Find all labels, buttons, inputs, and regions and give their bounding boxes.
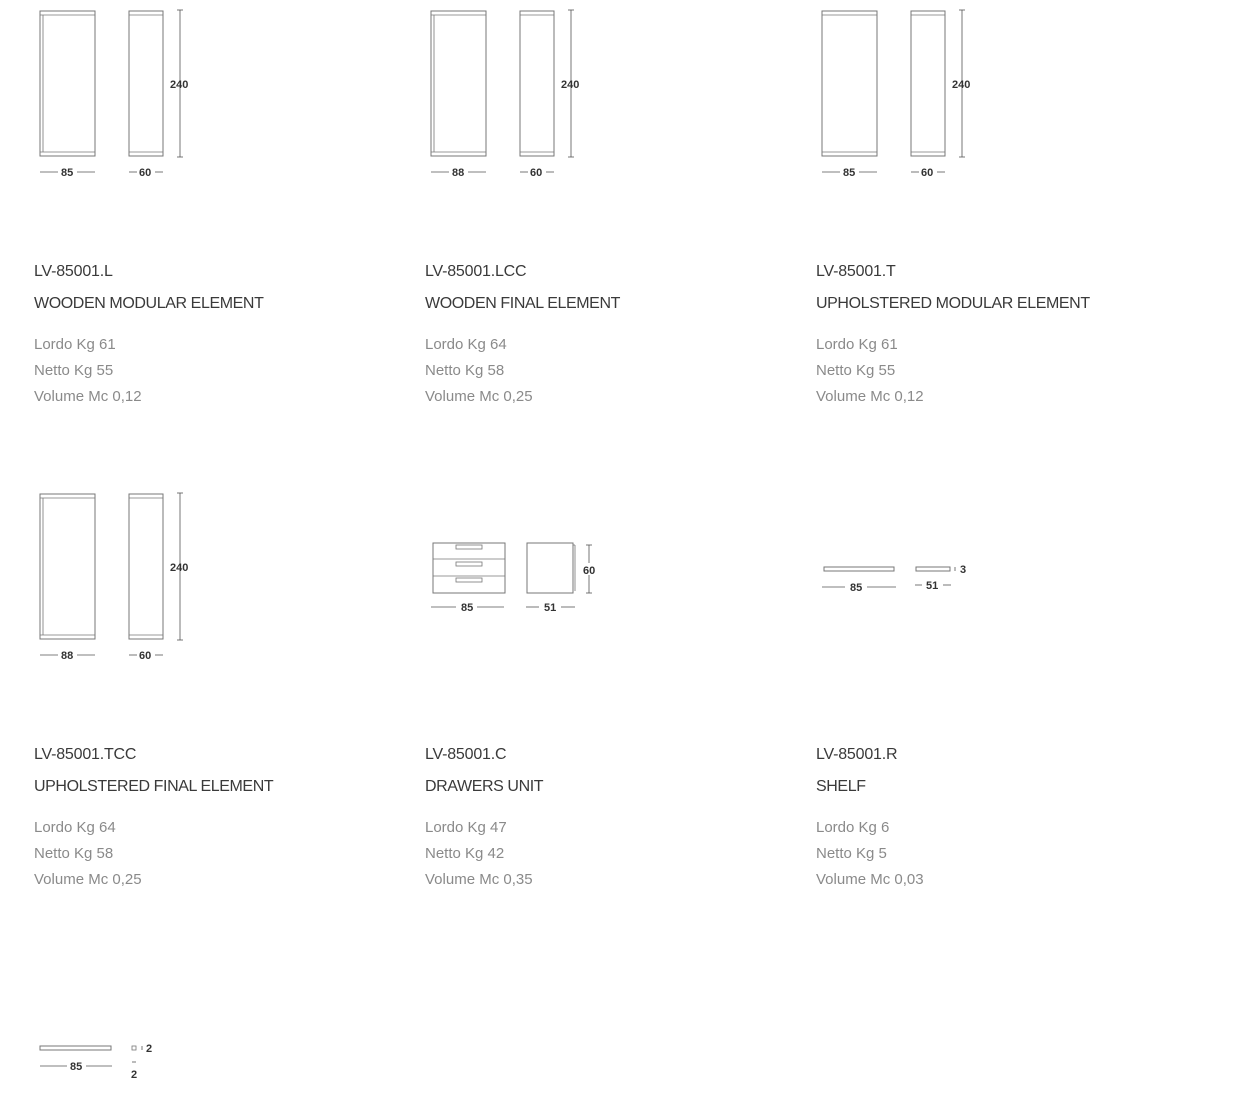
product-info: LV-85001.C DRAWERS UNIT Lordo Kg 47 Nett… (425, 745, 544, 893)
spec-volume: Volume Mc 0,25 (34, 871, 142, 888)
dim-width: 85 (843, 167, 855, 179)
product-specs: Lordo Kg 47 Netto Kg 42 Volume Mc 0,35 (425, 815, 543, 893)
spec-gross-weight: Lordo Kg 47 (425, 819, 507, 836)
tall-unit-drawing: 240 85 60 (39, 9, 188, 179)
product-name: UPHOLSTERED FINAL ELEMENT (34, 778, 274, 795)
product-info: LV-85001.L WOODEN MODULAR ELEMENT Lordo … (34, 262, 264, 410)
spec-net-weight: Netto Kg 55 (34, 362, 114, 379)
spec-volume: Volume Mc 0,25 (425, 388, 533, 405)
spec-volume: Volume Mc 0,03 (816, 871, 924, 888)
dim-width: 85 (70, 1061, 82, 1073)
spec-gross-weight: Lordo Kg 6 (816, 819, 890, 836)
product-code: LV-85001.C (425, 746, 507, 763)
product-specs: Lordo Kg 61 Netto Kg 55 Volume Mc 0,12 (34, 332, 263, 410)
product-name: DRAWERS UNIT (425, 778, 544, 795)
dim-width: 85 (461, 602, 473, 614)
product-card-partial: 85 2 2 (34, 1030, 394, 1090)
dim-height: 240 (170, 562, 188, 574)
tall-unit-drawing: 240 85 60 (821, 9, 970, 179)
product-code: LV-85001.L (34, 263, 113, 280)
product-info: LV-85001.TCC UPHOLSTERED FINAL ELEMENT L… (34, 745, 274, 893)
product-name: WOODEN MODULAR ELEMENT (34, 295, 264, 312)
dim-height: 2 (146, 1043, 152, 1055)
spec-gross-weight: Lordo Kg 61 (816, 336, 898, 353)
product-code: LV-85001.TCC (34, 746, 137, 763)
spec-volume: Volume Mc 0,12 (34, 388, 142, 405)
dim-width: 85 (850, 582, 862, 594)
profile-drawing: 85 2 2 (39, 1043, 152, 1081)
spec-net-weight: Netto Kg 58 (34, 845, 114, 862)
product-info: LV-85001.T UPHOLSTERED MODULAR ELEMENT L… (816, 262, 1090, 410)
product-code: LV-85001.T (816, 263, 896, 280)
product-specs: Lordo Kg 64 Netto Kg 58 Volume Mc 0,25 (425, 332, 620, 410)
dim-width: 85 (61, 167, 73, 179)
dim-depth: 60 (921, 167, 933, 179)
product-name: UPHOLSTERED MODULAR ELEMENT (816, 295, 1090, 312)
dim-height: 240 (952, 79, 970, 91)
product-code: LV-85001.LCC (425, 263, 527, 280)
product-specs: Lordo Kg 64 Netto Kg 58 Volume Mc 0,25 (34, 815, 273, 893)
dim-depth: 51 (544, 602, 556, 614)
dim-width: 88 (61, 650, 73, 662)
spec-volume: Volume Mc 0,35 (425, 871, 533, 888)
dim-width: 88 (452, 167, 464, 179)
spec-net-weight: Netto Kg 55 (816, 362, 896, 379)
dim-depth: 60 (139, 650, 151, 662)
dim-height: 60 (583, 565, 595, 577)
dim-height: 3 (960, 564, 966, 576)
spec-net-weight: Netto Kg 5 (816, 845, 887, 862)
spec-net-weight: Netto Kg 58 (425, 362, 505, 379)
product-info: LV-85001.LCC WOODEN FINAL ELEMENT Lordo … (425, 262, 620, 410)
product-info: LV-85001.R SHELF Lordo Kg 6 Netto Kg 5 V… (816, 745, 924, 893)
product-name: SHELF (816, 778, 866, 795)
shelf-drawing: 85 3 51 (822, 564, 966, 594)
dim-depth: 2 (131, 1069, 137, 1081)
spec-gross-weight: Lordo Kg 64 (34, 819, 116, 836)
dim-height: 240 (561, 79, 579, 91)
dim-depth: 51 (926, 580, 938, 592)
spec-gross-weight: Lordo Kg 64 (425, 336, 507, 353)
product-name: WOODEN FINAL ELEMENT (425, 295, 620, 312)
product-code: LV-85001.R (816, 746, 898, 763)
dim-height: 240 (170, 79, 188, 91)
spec-net-weight: Netto Kg 42 (425, 845, 505, 862)
dim-depth: 60 (530, 167, 542, 179)
tall-unit-drawing: 240 88 60 (430, 9, 579, 179)
drawers-unit-drawing: 60 85 51 (431, 542, 595, 614)
product-specs: Lordo Kg 61 Netto Kg 55 Volume Mc 0,12 (816, 332, 1090, 410)
dim-depth: 60 (139, 167, 151, 179)
spec-gross-weight: Lordo Kg 61 (34, 336, 116, 353)
product-specs: Lordo Kg 6 Netto Kg 5 Volume Mc 0,03 (816, 815, 924, 893)
spec-volume: Volume Mc 0,12 (816, 388, 924, 405)
tall-unit-drawing: 240 88 60 (39, 492, 188, 662)
